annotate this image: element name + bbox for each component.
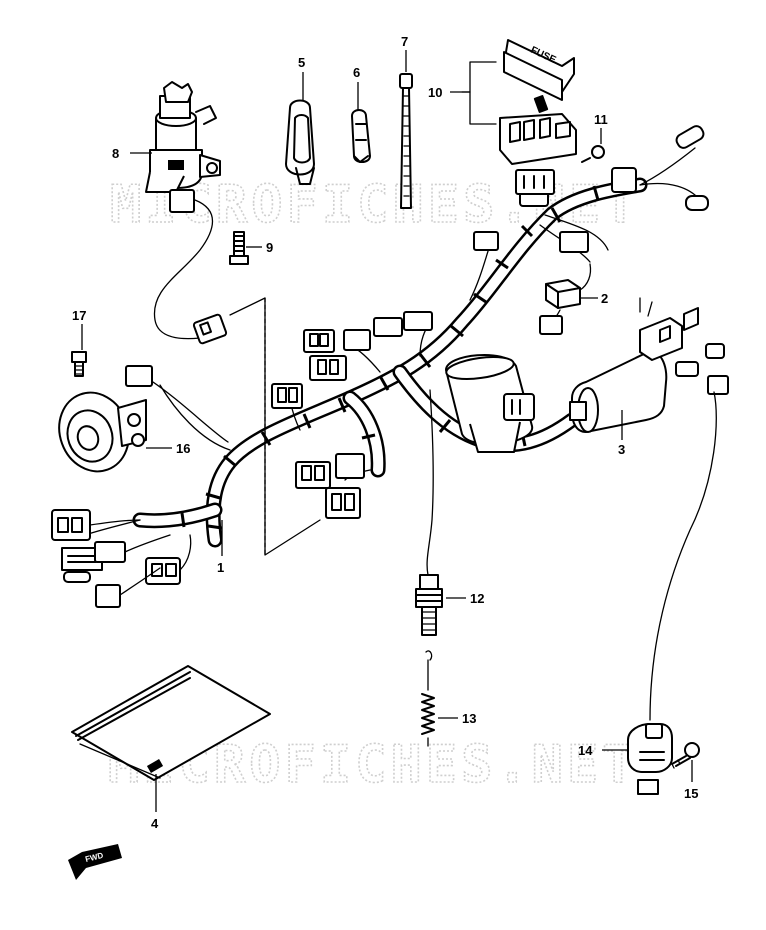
horn-16 — [58, 391, 147, 473]
callout-8: 8 — [112, 146, 119, 161]
callout-15: 15 — [684, 786, 698, 801]
screw-11 — [581, 145, 605, 163]
fwd-arrow-icon: FWD — [68, 844, 122, 880]
callout-13: 13 — [462, 711, 476, 726]
ignition-wire-connector — [192, 313, 228, 345]
manual-4 — [71, 665, 271, 781]
callout-10: 10 — [428, 85, 442, 100]
callout-3: 3 — [618, 442, 625, 457]
switch-14 — [627, 723, 673, 795]
clamp-5 — [285, 99, 315, 185]
screw-15 — [671, 742, 700, 769]
callout-1: 1 — [217, 560, 224, 575]
callout-16: 16 — [176, 441, 190, 456]
fwd-label: FWD — [84, 851, 104, 864]
screw-17 — [71, 351, 87, 377]
main-wiring-harness — [84, 147, 701, 548]
band-clip-6 — [351, 109, 371, 163]
harness-connectors-middle-upper — [125, 125, 709, 409]
callout-14: 14 — [578, 743, 593, 758]
ignition-switch — [145, 81, 221, 340]
harness-connectors-left — [51, 509, 192, 608]
callout-9: 9 — [266, 240, 273, 255]
callouts: 1 2 3 4 5 6 7 8 9 10 11 12 13 14 15 16 1… — [72, 34, 698, 831]
leader-lines — [81, 50, 693, 812]
callout-11: 11 — [594, 112, 608, 127]
callout-4: 4 — [151, 816, 159, 831]
callout-17: 17 — [72, 308, 86, 323]
harness-connectors-middle-lower — [295, 453, 365, 519]
callout-12: 12 — [470, 591, 484, 606]
callout-6: 6 — [353, 65, 360, 80]
cable-tie-7 — [399, 73, 413, 209]
ignition-coil-3 — [569, 297, 729, 721]
ignition-coil-center — [426, 354, 535, 576]
fuse-box: FUSE — [461, 39, 577, 195]
callout-5: 5 — [298, 55, 305, 70]
sensor-12 — [415, 574, 443, 636]
callout-7: 7 — [401, 34, 408, 49]
callout-2: 2 — [601, 291, 608, 306]
relay-2 — [539, 263, 592, 335]
bolt-9 — [229, 231, 249, 265]
spring-13 — [421, 650, 435, 747]
